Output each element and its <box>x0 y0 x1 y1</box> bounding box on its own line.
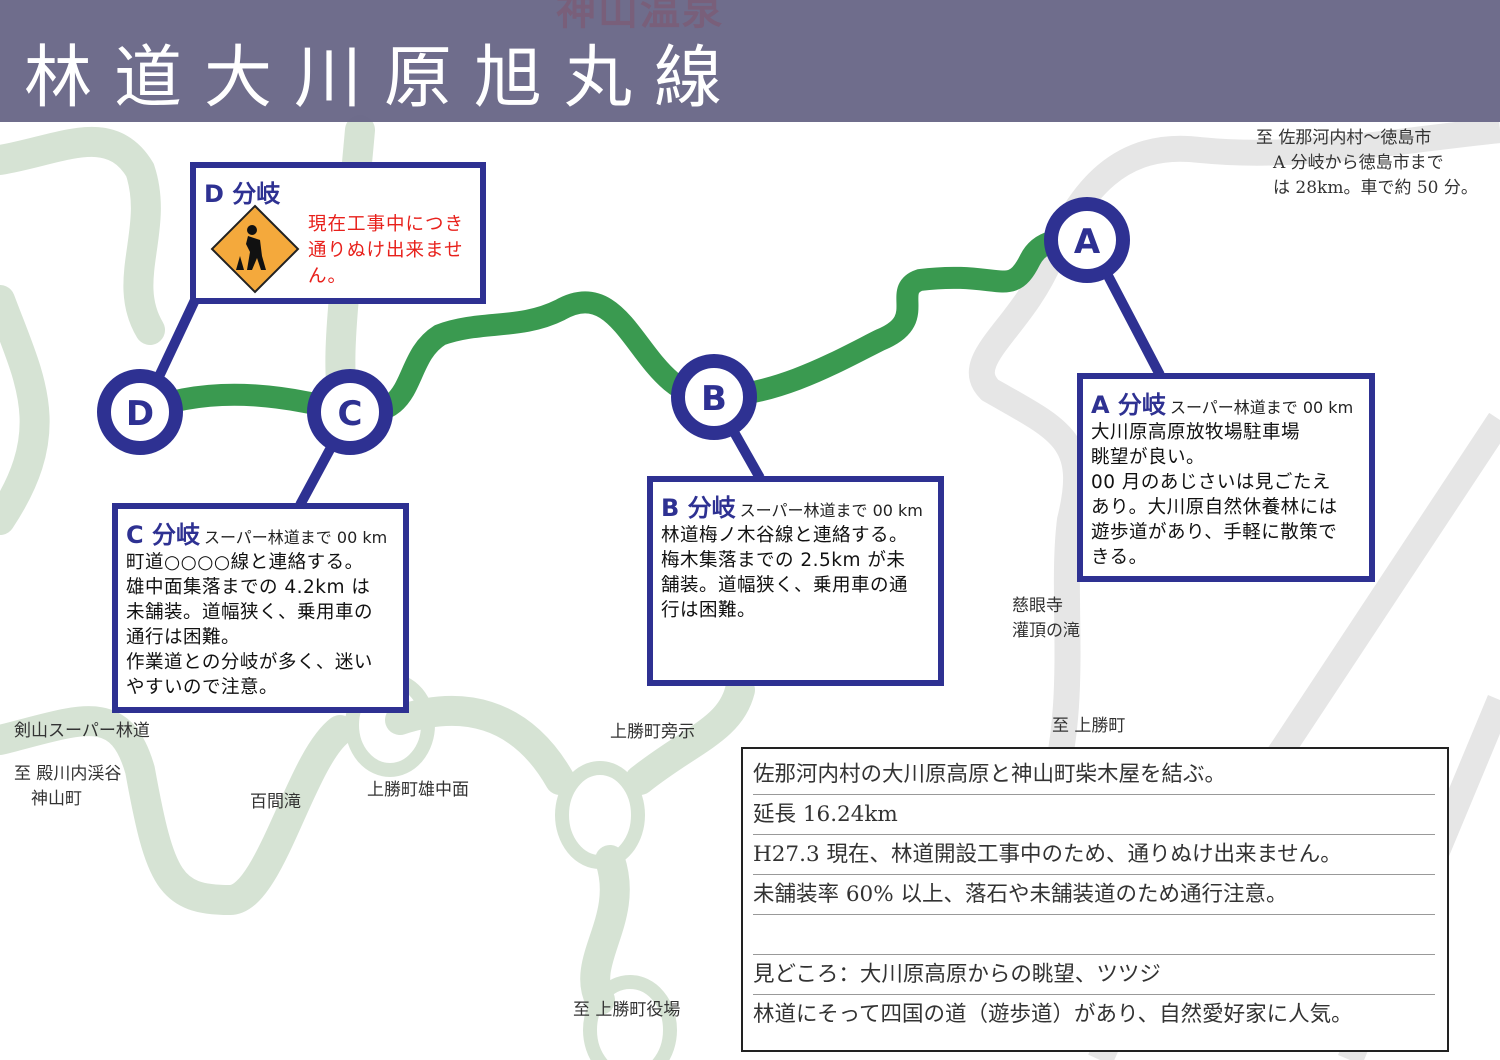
header: 神山温泉 林道大川原旭丸線 <box>0 0 1500 122</box>
leader-d <box>150 297 200 388</box>
bg-junction <box>583 975 677 1060</box>
page-title: 林道大川原旭丸線 <box>24 39 745 118</box>
label-tsurugi: 剣山スーパー林道 <box>14 721 150 741</box>
header-ghost-text: 神山温泉 <box>556 0 724 34</box>
branch-a-description: 大川原高原放牧場駐車場 眺望が良い。 00 月のあじさいは見ごたえ あり。大川原… <box>1091 422 1338 568</box>
marker-b <box>671 354 757 440</box>
info-row <box>753 915 1435 955</box>
marker-d-letter: D <box>126 394 154 434</box>
label-tonokawa: 至 殿川内渓谷 神山町 <box>14 764 122 809</box>
route-info-box: 佐那河内村の大川原高原と神山町柴木屋を結ぶ。 延長 16.24km H27.3 … <box>741 747 1449 1052</box>
bg-road-green <box>0 285 50 535</box>
branch-c-description: 町道○○○○線と連絡する。 雄中面集落までの 4.2km は 未舗装。道幅狭く、… <box>126 552 374 698</box>
marker-c-letter: C <box>338 394 363 434</box>
label-kashiji: 上勝町旁示 <box>610 722 695 742</box>
bg-road-green <box>580 845 630 1015</box>
construction-worker-sign-icon <box>210 204 300 294</box>
branch-a-title: A 分岐 <box>1091 391 1166 419</box>
branch-b-distance: スーパー林道まで 00 km <box>739 501 923 520</box>
branch-box-d: D 分岐 現在工事中につき 通りぬけ出来ませ ん。 <box>190 162 486 304</box>
label-hyakken: 百間滝 <box>250 792 301 812</box>
label-tokushima: 至 佐那河内村～徳島市 A 分岐から徳島市まで は 28km。車で約 50 分。 <box>1256 128 1478 198</box>
branch-d-title: D 分岐 <box>204 180 281 208</box>
branch-b-title: B 分岐 <box>661 494 736 522</box>
info-row: 延長 16.24km <box>753 795 1435 835</box>
marker-d <box>97 369 183 455</box>
label-onakamo: 上勝町雄中面 <box>367 780 469 800</box>
marker-a <box>1044 197 1130 283</box>
label-to-kamikatsu: 至 上勝町 <box>1052 716 1126 736</box>
leader-a <box>1100 267 1165 378</box>
leader-c <box>295 437 340 508</box>
label-yakuba: 至 上勝町役場 <box>573 1000 681 1020</box>
branch-b-description: 林道梅ノ木谷線と連絡する。 梅木集落までの 2.5km が未 舗装。道幅狭く、乗… <box>661 525 909 621</box>
info-row: 林道にそって四国の道（遊歩道）があり、自然愛好家に人気。 <box>753 1002 1353 1027</box>
info-row: 佐那河内村の大川原高原と神山町柴木屋を結ぶ。 <box>753 755 1435 795</box>
bg-junction <box>555 761 645 869</box>
info-row: H27.3 現在、林道開設工事中のため、通りぬけ出来ません。 <box>753 835 1435 875</box>
branch-box-c: C 分岐スーパー林道まで 00 km 町道○○○○線と連絡する。 雄中面集落まで… <box>112 503 409 713</box>
info-row: 未舗装率 60% 以上、落石や未舗装道のため通行注意。 <box>753 875 1435 915</box>
marker-b-letter: B <box>701 379 727 419</box>
marker-c <box>307 369 393 455</box>
bg-road-green <box>0 126 165 345</box>
info-row: 見どころ：大川原高原からの眺望、ツツジ <box>753 955 1435 995</box>
branch-c-title: C 分岐 <box>126 521 200 549</box>
bg-road-green <box>0 706 355 916</box>
bg-road-gray <box>968 117 1500 804</box>
marker-a-letter: A <box>1074 222 1101 262</box>
construction-warning: 現在工事中につき 通りぬけ出来ませ ん。 <box>308 214 465 287</box>
branch-box-b: B 分岐スーパー林道まで 00 km 林道梅ノ木谷線と連絡する。 梅木集落までの… <box>647 476 944 686</box>
branch-box-a: A 分岐スーパー林道まで 00 km 大川原高原放牧場駐車場 眺望が良い。 00… <box>1077 373 1375 582</box>
branch-a-distance: スーパー林道まで 00 km <box>1169 398 1354 417</box>
label-jigenji: 慈眼寺 灌頂の滝 <box>1012 596 1080 641</box>
bg-road-green <box>625 675 755 795</box>
branch-c-distance: スーパー林道まで 00 km <box>203 528 388 547</box>
